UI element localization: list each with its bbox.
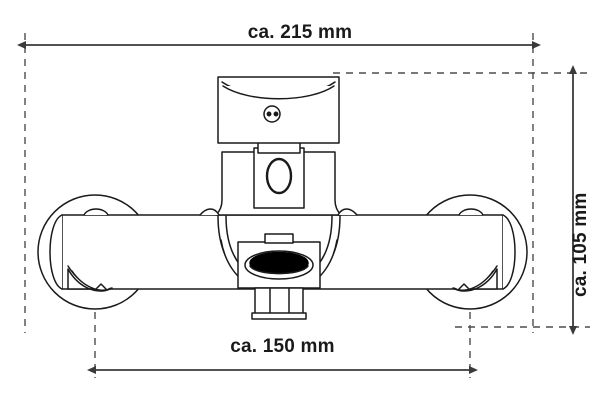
diverter-oval	[265, 157, 293, 195]
body-tube-left-cap	[49, 214, 63, 290]
right-union-collar	[452, 265, 498, 292]
dimension-label-center-distance: ca. 150 mm	[230, 336, 335, 357]
left-connector-nub	[83, 208, 109, 216]
indicator-dot	[263, 105, 281, 123]
faucet-geometry	[37, 76, 528, 320]
right-connector-nub	[458, 208, 484, 216]
lever-handle-scoop-inner	[222, 85, 335, 100]
aerator-top-tab	[264, 233, 294, 244]
spout-aerator-lip	[249, 265, 309, 275]
indicator-dot-right-pip	[273, 111, 279, 117]
riser-left-notch	[199, 208, 220, 216]
riser-right-notch	[337, 208, 358, 216]
dimension-label-overall-height: ca. 105 mm	[570, 192, 591, 297]
left-union-collar	[67, 265, 113, 292]
body-tube-right-cap	[502, 214, 516, 290]
shower-hose-connector	[254, 287, 304, 317]
dimension-lines	[17, 41, 577, 374]
indicator-dot-left-pip	[266, 111, 272, 117]
shower-hose-connector-foot	[251, 312, 307, 320]
dimension-label-overall-width: ca. 215 mm	[247, 22, 353, 43]
